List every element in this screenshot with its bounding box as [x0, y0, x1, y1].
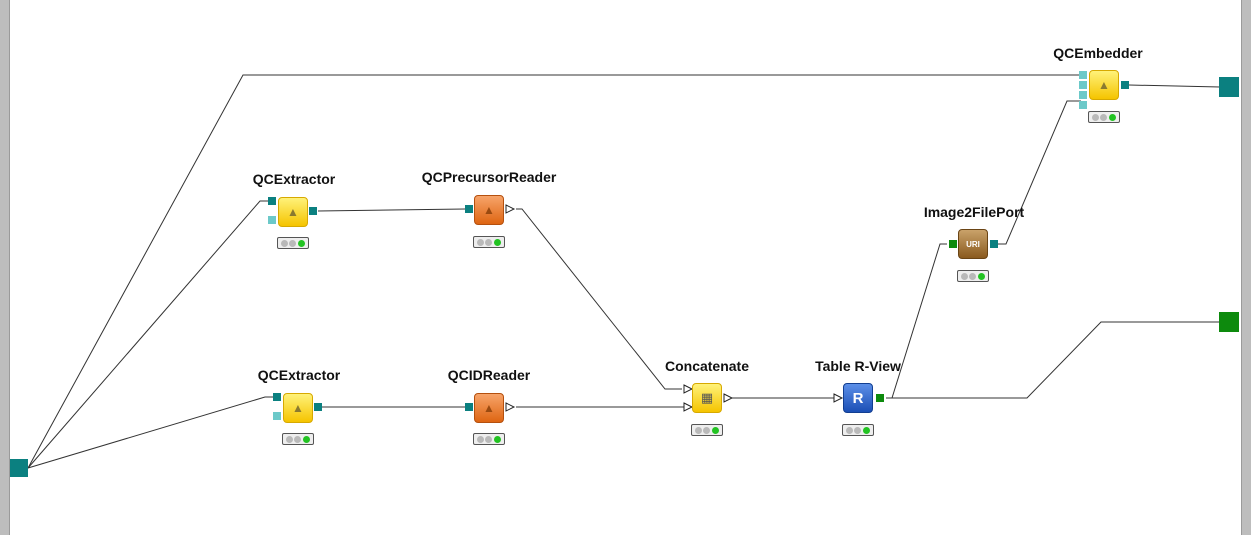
reader-glyph-icon: ▲ — [483, 203, 495, 217]
output-port[interactable] — [990, 240, 998, 248]
right-panel-border — [1241, 0, 1251, 535]
input-port[interactable] — [268, 197, 276, 205]
input-port[interactable] — [1079, 91, 1087, 99]
embedder-icon[interactable]: ▲ — [1089, 70, 1119, 100]
uri-icon: URI — [966, 239, 980, 249]
reader-icon[interactable]: ▲ — [474, 195, 504, 225]
status-light — [294, 435, 302, 443]
input-port[interactable] — [465, 205, 473, 213]
input-port[interactable] — [1079, 101, 1087, 109]
port-concatenate-in-1 — [683, 384, 694, 394]
status-light-executed — [303, 435, 311, 443]
meta-input-port[interactable] — [10, 459, 28, 477]
status-light — [694, 426, 702, 434]
node-status-indicator — [277, 237, 309, 249]
connection-precursor-concatenate — [516, 208, 682, 390]
left-panel-border — [0, 0, 10, 535]
status-light — [1091, 113, 1099, 121]
connection-rview-meta-out — [886, 321, 1220, 399]
status-light — [285, 435, 293, 443]
status-light — [289, 239, 297, 247]
connection-meta-to-qcextractor-1 — [27, 200, 272, 469]
node-label: QCExtractor — [257, 367, 341, 383]
status-light-executed — [494, 238, 502, 246]
node-label: QCExtractor — [252, 171, 336, 187]
reader-glyph-icon: ▲ — [483, 401, 495, 415]
table-icon: ▦ — [700, 390, 714, 405]
connection-rview-image2fileport — [886, 243, 947, 399]
meta-output-port-teal[interactable] — [1219, 77, 1239, 97]
node-label: QCIDReader — [447, 367, 531, 383]
input-port[interactable] — [273, 393, 281, 401]
node-status-indicator — [473, 433, 505, 445]
connection-layer — [27, 74, 1221, 469]
reader-icon[interactable]: ▲ — [474, 393, 504, 423]
status-light-executed — [712, 426, 720, 434]
status-light — [845, 426, 853, 434]
extractor-icon[interactable]: ▲ — [283, 393, 313, 423]
extractor-icon[interactable]: ▲ — [278, 197, 308, 227]
image2fileport-icon[interactable]: URI — [958, 229, 988, 259]
port-rview-in — [833, 393, 844, 403]
input-port[interactable] — [949, 240, 957, 248]
port-concatenate-in-2 — [683, 402, 694, 412]
node-status-indicator — [957, 270, 989, 282]
node-status-indicator — [473, 236, 505, 248]
node-status-indicator — [1088, 111, 1120, 123]
status-light-executed — [494, 435, 502, 443]
gear-icon: ▲ — [1098, 78, 1110, 92]
output-port[interactable] — [314, 403, 322, 411]
node-status-indicator — [691, 424, 723, 436]
r-logo-icon: R — [852, 389, 864, 407]
status-light-executed — [863, 426, 871, 434]
input-port[interactable] — [465, 403, 473, 411]
status-light — [969, 272, 977, 280]
status-light — [960, 272, 968, 280]
status-light — [476, 238, 484, 246]
node-label: QCEmbedder — [1053, 45, 1143, 61]
input-port[interactable] — [273, 412, 281, 420]
node-label: Concatenate — [664, 358, 750, 374]
gear-icon: ▲ — [287, 205, 299, 219]
input-port[interactable] — [1079, 71, 1087, 79]
concatenate-icon[interactable]: ▦ — [692, 383, 722, 413]
status-light — [280, 239, 288, 247]
connection-meta-to-qcembedder — [27, 74, 1081, 469]
connection-image2fileport-qcembedder — [998, 100, 1081, 245]
status-light — [485, 435, 493, 443]
connection-meta-to-qcextractor-2 — [27, 396, 277, 469]
r-view-icon[interactable]: R — [843, 383, 873, 413]
status-light-executed — [1109, 113, 1117, 121]
workflow-canvas[interactable]: QCExtractor ▲ QCPrecursorReader ▲ QCExtr… — [10, 0, 1241, 535]
status-light-executed — [978, 272, 986, 280]
status-light — [476, 435, 484, 443]
node-label: Table R-View — [815, 358, 901, 374]
node-label: Image2FilePort — [923, 204, 1025, 220]
status-light — [1100, 113, 1108, 121]
status-light — [703, 426, 711, 434]
input-port[interactable] — [1079, 81, 1087, 89]
port-precursor-out — [505, 204, 516, 214]
meta-output-port-green[interactable] — [1219, 312, 1239, 332]
input-port[interactable] — [268, 216, 276, 224]
node-label: QCPrecursorReader — [421, 169, 557, 185]
node-status-indicator — [842, 424, 874, 436]
output-port[interactable] — [1121, 81, 1129, 89]
node-status-indicator — [282, 433, 314, 445]
output-port[interactable] — [876, 394, 884, 402]
status-light-executed — [298, 239, 306, 247]
port-concatenate-out — [723, 393, 734, 403]
status-light — [485, 238, 493, 246]
output-port[interactable] — [309, 207, 317, 215]
gear-icon: ▲ — [292, 401, 304, 415]
connection-qcembedder-meta-out — [1128, 84, 1221, 88]
connection-qcextractor1-precursor — [317, 208, 466, 212]
port-qcidreader-out — [505, 402, 516, 412]
status-light — [854, 426, 862, 434]
